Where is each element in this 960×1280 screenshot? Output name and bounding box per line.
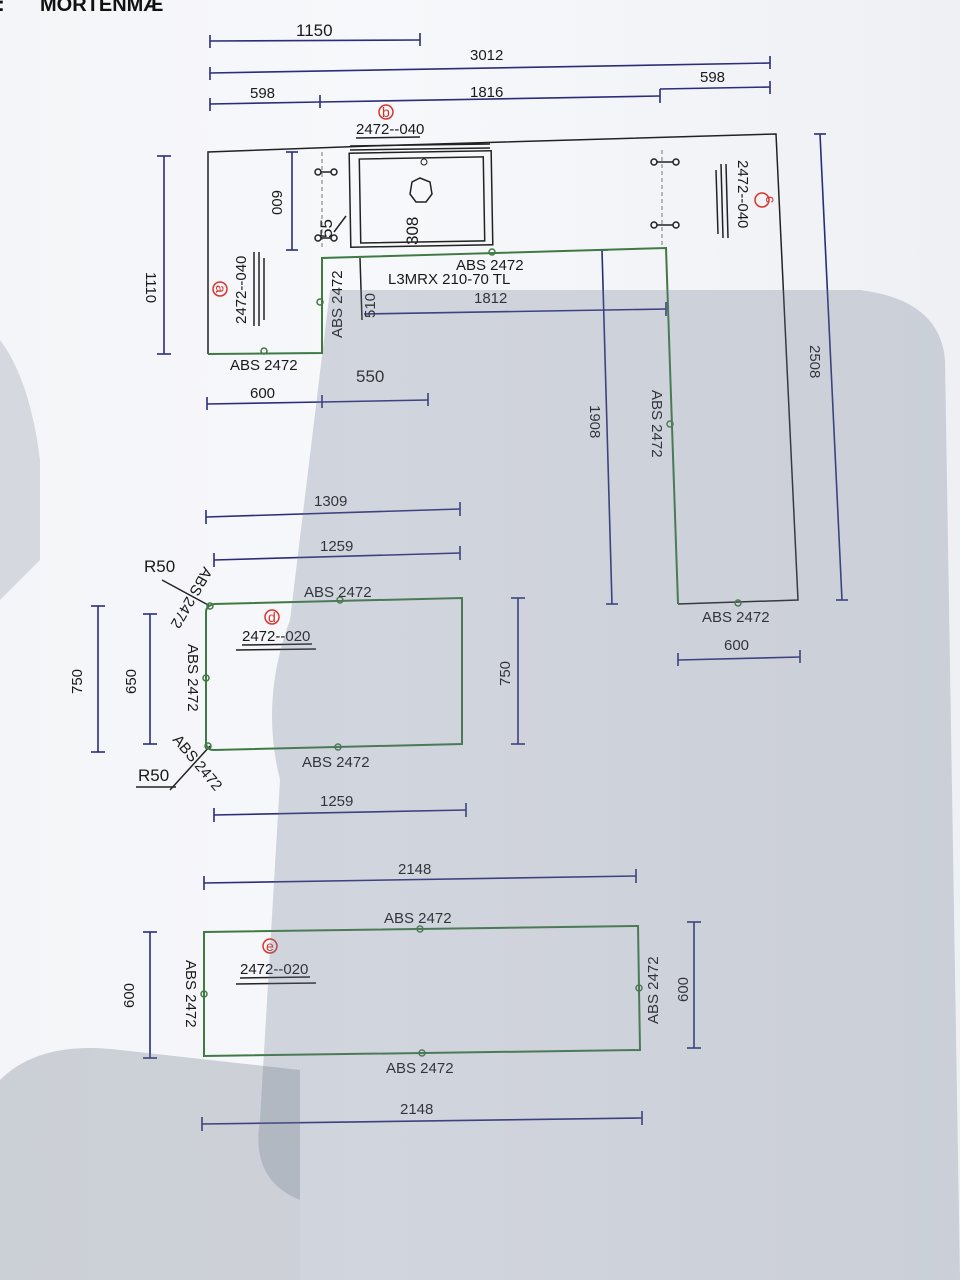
dim-2508: 2508 (806, 345, 823, 378)
middle-dimension-labels: 1309 1259 1259 750 650 750 R50 R50 (69, 493, 514, 810)
dim-600-right: 600 (724, 637, 749, 654)
dim-750-left: 750 (69, 669, 86, 694)
top-dimension-labels: 1150 3012 598 1816 598 1110 600 55 308 5… (142, 21, 823, 654)
tap-hole-icon (420, 158, 428, 166)
part-c: c 2472--040 (715, 160, 779, 239)
dim-1908: 1908 (586, 405, 603, 438)
dim-600-right: 600 (675, 977, 692, 1002)
bottom-outline (203, 924, 642, 1058)
dim-1816: 1816 (470, 84, 503, 101)
edge-label: ABS 2472 (302, 754, 370, 771)
dim-3012: 3012 (470, 47, 503, 64)
edge-label: ABS 2472 (648, 390, 665, 458)
middle-outline (205, 596, 463, 751)
marker-b-icon (378, 104, 394, 120)
radius-bottom: R50 (138, 766, 169, 785)
part-d: d 2472--020 (235, 609, 317, 651)
marker-d-icon (264, 609, 280, 625)
dim-510: 510 (362, 293, 379, 318)
part-a-code: 2472--040 (233, 256, 250, 324)
svg-text:b: b (382, 104, 390, 120)
edge-label: ABS 2472 (182, 960, 199, 1028)
middle-edge-labels: ABS 2472 ABS 2472 ABS 2472 ABS 2472 ABS … (167, 564, 372, 794)
dim-1259-bottom: 1259 (320, 793, 353, 810)
edge-label: ABS 2472 (456, 257, 524, 274)
dim-598-left: 598 (250, 85, 275, 102)
drain-icon (409, 177, 433, 203)
svg-text:a: a (213, 285, 229, 293)
dim-308: 308 (403, 217, 422, 245)
edge-label: ABS 2472 (304, 584, 372, 601)
edge-label: ABS 2472 (702, 609, 770, 626)
part-e-code: 2472--020 (240, 961, 308, 978)
marker-a-icon (212, 281, 228, 297)
edge-label: ABS 2472 (645, 956, 662, 1024)
top-edge-labels: ABS 2472 ABS 2472 ABS 2472 ABS 2472 ABS … (230, 248, 770, 626)
dim-750-right: 750 (497, 661, 514, 686)
hob-screw-icon (650, 158, 680, 166)
dim-600-left: 600 (121, 983, 138, 1008)
radius-top: R50 (144, 557, 175, 576)
top-outline (207, 133, 799, 605)
dim-600-left: 600 (250, 385, 275, 402)
dim-600-vertical: 600 (268, 190, 285, 215)
hob-screw-icon (314, 168, 338, 176)
dim-598-right: 598 (700, 69, 725, 86)
dim-1259-top: 1259 (320, 538, 353, 555)
top-dimension-lines (157, 33, 848, 666)
part-b: b 2472--040 (355, 104, 424, 139)
dim-1812: 1812 (474, 290, 507, 307)
bottom-dimension-labels: 2148 2148 600 600 (121, 861, 692, 1118)
bottom-edge-labels: ABS 2472 ABS 2472 ABS 2472 ABS 2472 (182, 910, 662, 1077)
part-e: e 2472--020 (235, 938, 317, 985)
dim-1150: 1150 (296, 21, 333, 40)
edge-label: ABS 2472 (329, 270, 346, 338)
dim-550: 550 (356, 367, 384, 386)
hob-screw-icon (314, 234, 338, 242)
edge-label: ABS 2472 (169, 732, 225, 795)
dim-2148-bottom: 2148 (400, 1101, 433, 1118)
dim-1110: 1110 (142, 272, 159, 303)
sink-model: L3MRX 210-70 TL (388, 271, 510, 288)
part-a: a 2472--040 (212, 252, 265, 326)
dim-1309: 1309 (314, 493, 347, 510)
edge-label: ABS 2472 (230, 357, 298, 374)
dim-2148-top: 2148 (398, 861, 431, 878)
part-d-code: 2472--020 (242, 628, 310, 645)
svg-text:e: e (266, 938, 274, 954)
edge-label: ABS 2472 (384, 910, 452, 927)
dim-650: 650 (123, 669, 140, 694)
part-c-code: 2472--040 (734, 160, 751, 228)
edge-label: ABS 2472 (386, 1060, 454, 1077)
svg-text:c: c (763, 196, 779, 203)
svg-text:d: d (268, 609, 276, 625)
header-colon: : (0, 0, 5, 16)
marker-e-icon (262, 938, 278, 954)
part-b-code: 2472--040 (356, 121, 424, 138)
hob-screw-icon (650, 221, 680, 229)
bottom-dimension-lines (143, 869, 701, 1131)
header-title: MORTENMÆ (40, 0, 163, 16)
middle-dimension-lines (91, 502, 525, 822)
hob-markers (314, 150, 680, 250)
marker-c-icon (754, 192, 770, 208)
sink: L3MRX 210-70 TL (388, 158, 510, 288)
edge-label: ABS 2472 (184, 644, 201, 712)
